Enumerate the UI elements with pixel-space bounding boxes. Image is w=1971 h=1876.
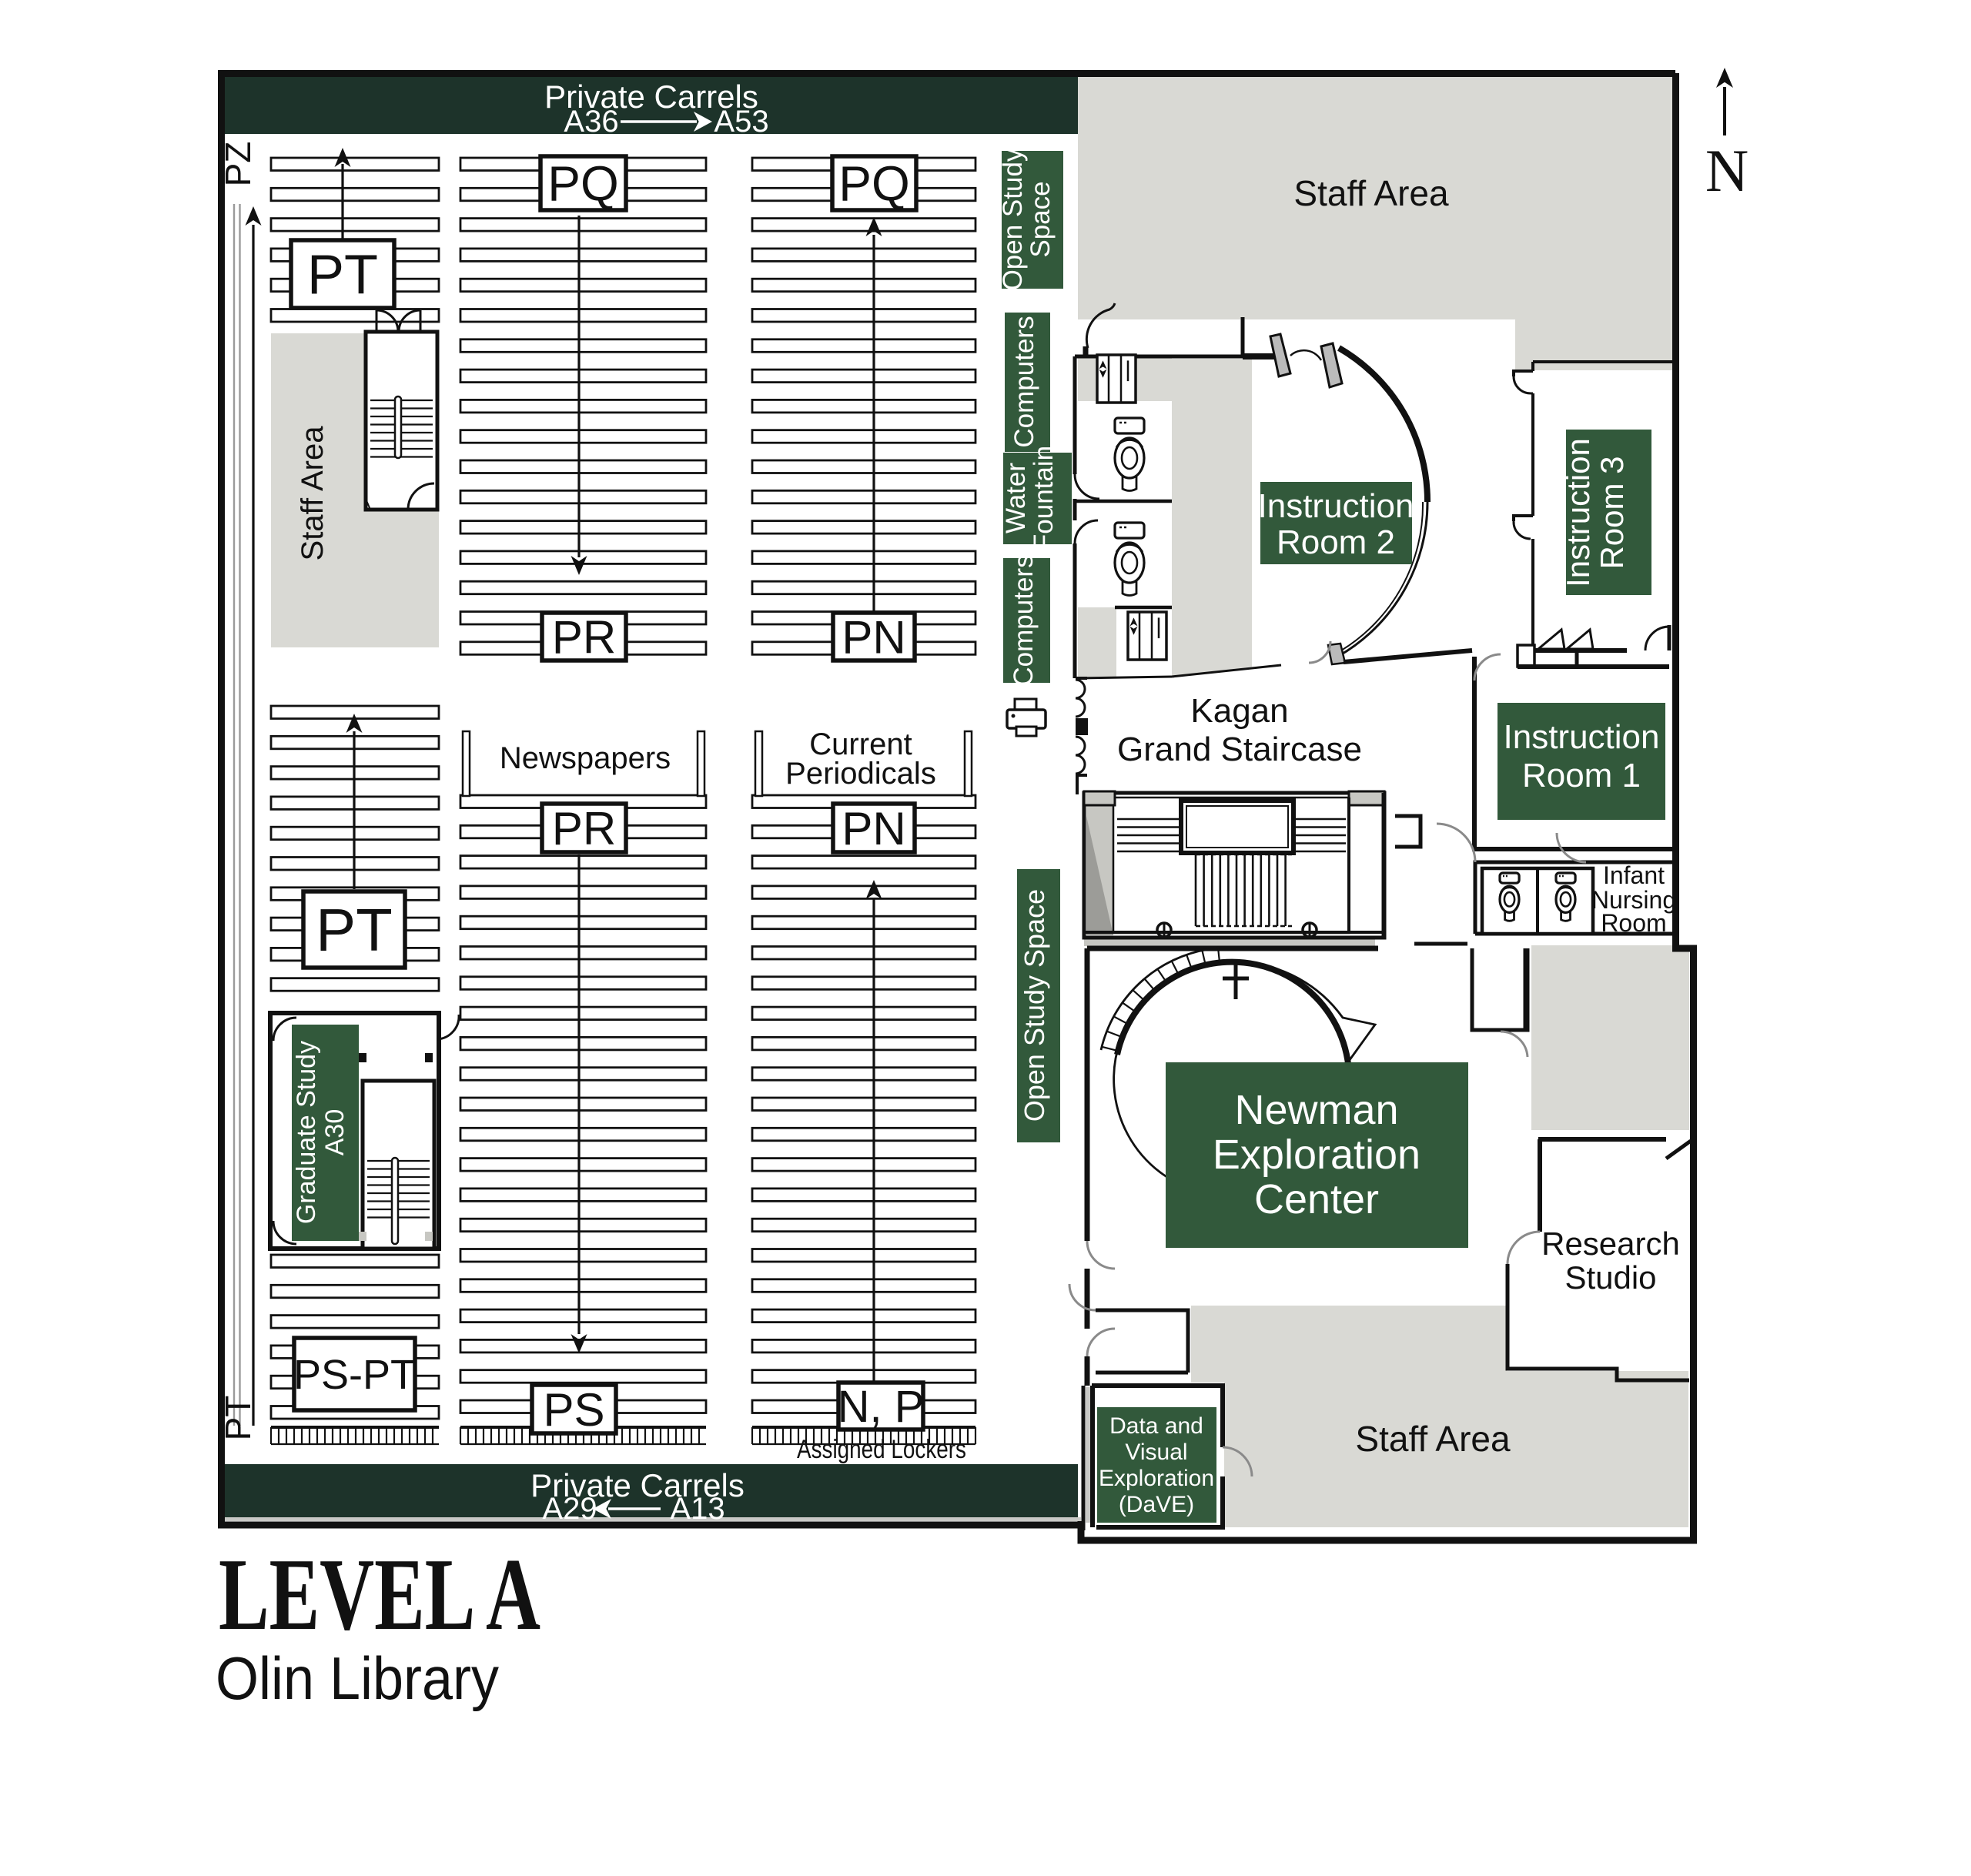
svg-text:Data and: Data and xyxy=(1109,1413,1203,1439)
svg-text:PQ: PQ xyxy=(547,156,618,212)
svg-text:Space: Space xyxy=(1026,181,1056,257)
svg-text:Instruction: Instruction xyxy=(1560,438,1596,587)
svg-text:N, P: N, P xyxy=(838,1382,925,1432)
svg-text:Instruction: Instruction xyxy=(1258,487,1414,525)
svg-text:Room 1: Room 1 xyxy=(1522,757,1641,794)
svg-text:Periodicals: Periodicals xyxy=(785,757,936,791)
svg-text:A30: A30 xyxy=(320,1109,350,1156)
svg-text:Room: Room xyxy=(1601,909,1666,937)
svg-text:A53: A53 xyxy=(714,105,768,139)
svg-text:Staff Area: Staff Area xyxy=(1355,1419,1511,1459)
svg-text:PT: PT xyxy=(316,896,393,964)
svg-text:Assigned Lockers: Assigned Lockers xyxy=(797,1435,966,1464)
svg-text:PS-PT: PS-PT xyxy=(293,1352,416,1398)
svg-text:Exploration: Exploration xyxy=(1213,1132,1421,1178)
svg-text:Computers: Computers xyxy=(1009,554,1039,686)
svg-text:Newman: Newman xyxy=(1234,1087,1398,1133)
svg-text:PN: PN xyxy=(842,803,905,854)
svg-text:Infant: Infant xyxy=(1603,861,1665,889)
svg-text:PR: PR xyxy=(552,611,616,663)
svg-text:Private Carrels: Private Carrels xyxy=(530,1467,745,1503)
svg-text:N: N xyxy=(1705,137,1748,204)
svg-text:PZ: PZ xyxy=(218,142,258,187)
svg-text:Research: Research xyxy=(1541,1226,1680,1262)
svg-text:Water: Water xyxy=(1001,463,1031,533)
svg-text:A29: A29 xyxy=(542,1492,597,1526)
svg-text:Kagan: Kagan xyxy=(1190,692,1288,730)
svg-text:PQ: PQ xyxy=(838,156,909,212)
svg-text:PS: PS xyxy=(543,1384,604,1436)
svg-text:A13: A13 xyxy=(670,1492,724,1526)
svg-text:Studio: Studio xyxy=(1564,1259,1656,1296)
svg-text:Visual: Visual xyxy=(1125,1440,1187,1465)
svg-text:Private Carrels: Private Carrels xyxy=(544,79,758,115)
svg-text:LEVEL A: LEVEL A xyxy=(219,1537,540,1651)
svg-text:Nursing: Nursing xyxy=(1591,886,1676,914)
svg-text:Newspapers: Newspapers xyxy=(500,741,671,775)
svg-text:Room 3: Room 3 xyxy=(1594,456,1630,569)
svg-text:PT: PT xyxy=(307,245,378,306)
svg-text:PN: PN xyxy=(842,611,905,663)
svg-text:Fountain: Fountain xyxy=(1029,446,1059,550)
svg-text:Current: Current xyxy=(809,727,912,761)
svg-text:Staff Area: Staff Area xyxy=(1293,173,1449,213)
svg-text:Instruction: Instruction xyxy=(1504,718,1660,756)
svg-text:PT: PT xyxy=(218,1396,258,1441)
svg-text:(DaVE): (DaVE) xyxy=(1119,1492,1194,1517)
svg-text:Staff Area: Staff Area xyxy=(296,426,330,561)
svg-text:Exploration: Exploration xyxy=(1099,1466,1214,1491)
svg-text:PR: PR xyxy=(552,803,616,854)
svg-text:Grand Staircase: Grand Staircase xyxy=(1117,731,1362,768)
svg-text:Open Study: Open Study xyxy=(998,148,1028,290)
svg-text:A36: A36 xyxy=(564,105,618,139)
svg-text:Room 2: Room 2 xyxy=(1277,523,1395,561)
svg-text:Center: Center xyxy=(1254,1176,1379,1222)
svg-text:Olin Library: Olin Library xyxy=(216,1644,499,1712)
svg-text:Graduate Study: Graduate Study xyxy=(292,1041,321,1224)
svg-text:Open Study Space: Open Study Space xyxy=(1019,889,1050,1122)
svg-text:Computers: Computers xyxy=(1009,316,1039,447)
